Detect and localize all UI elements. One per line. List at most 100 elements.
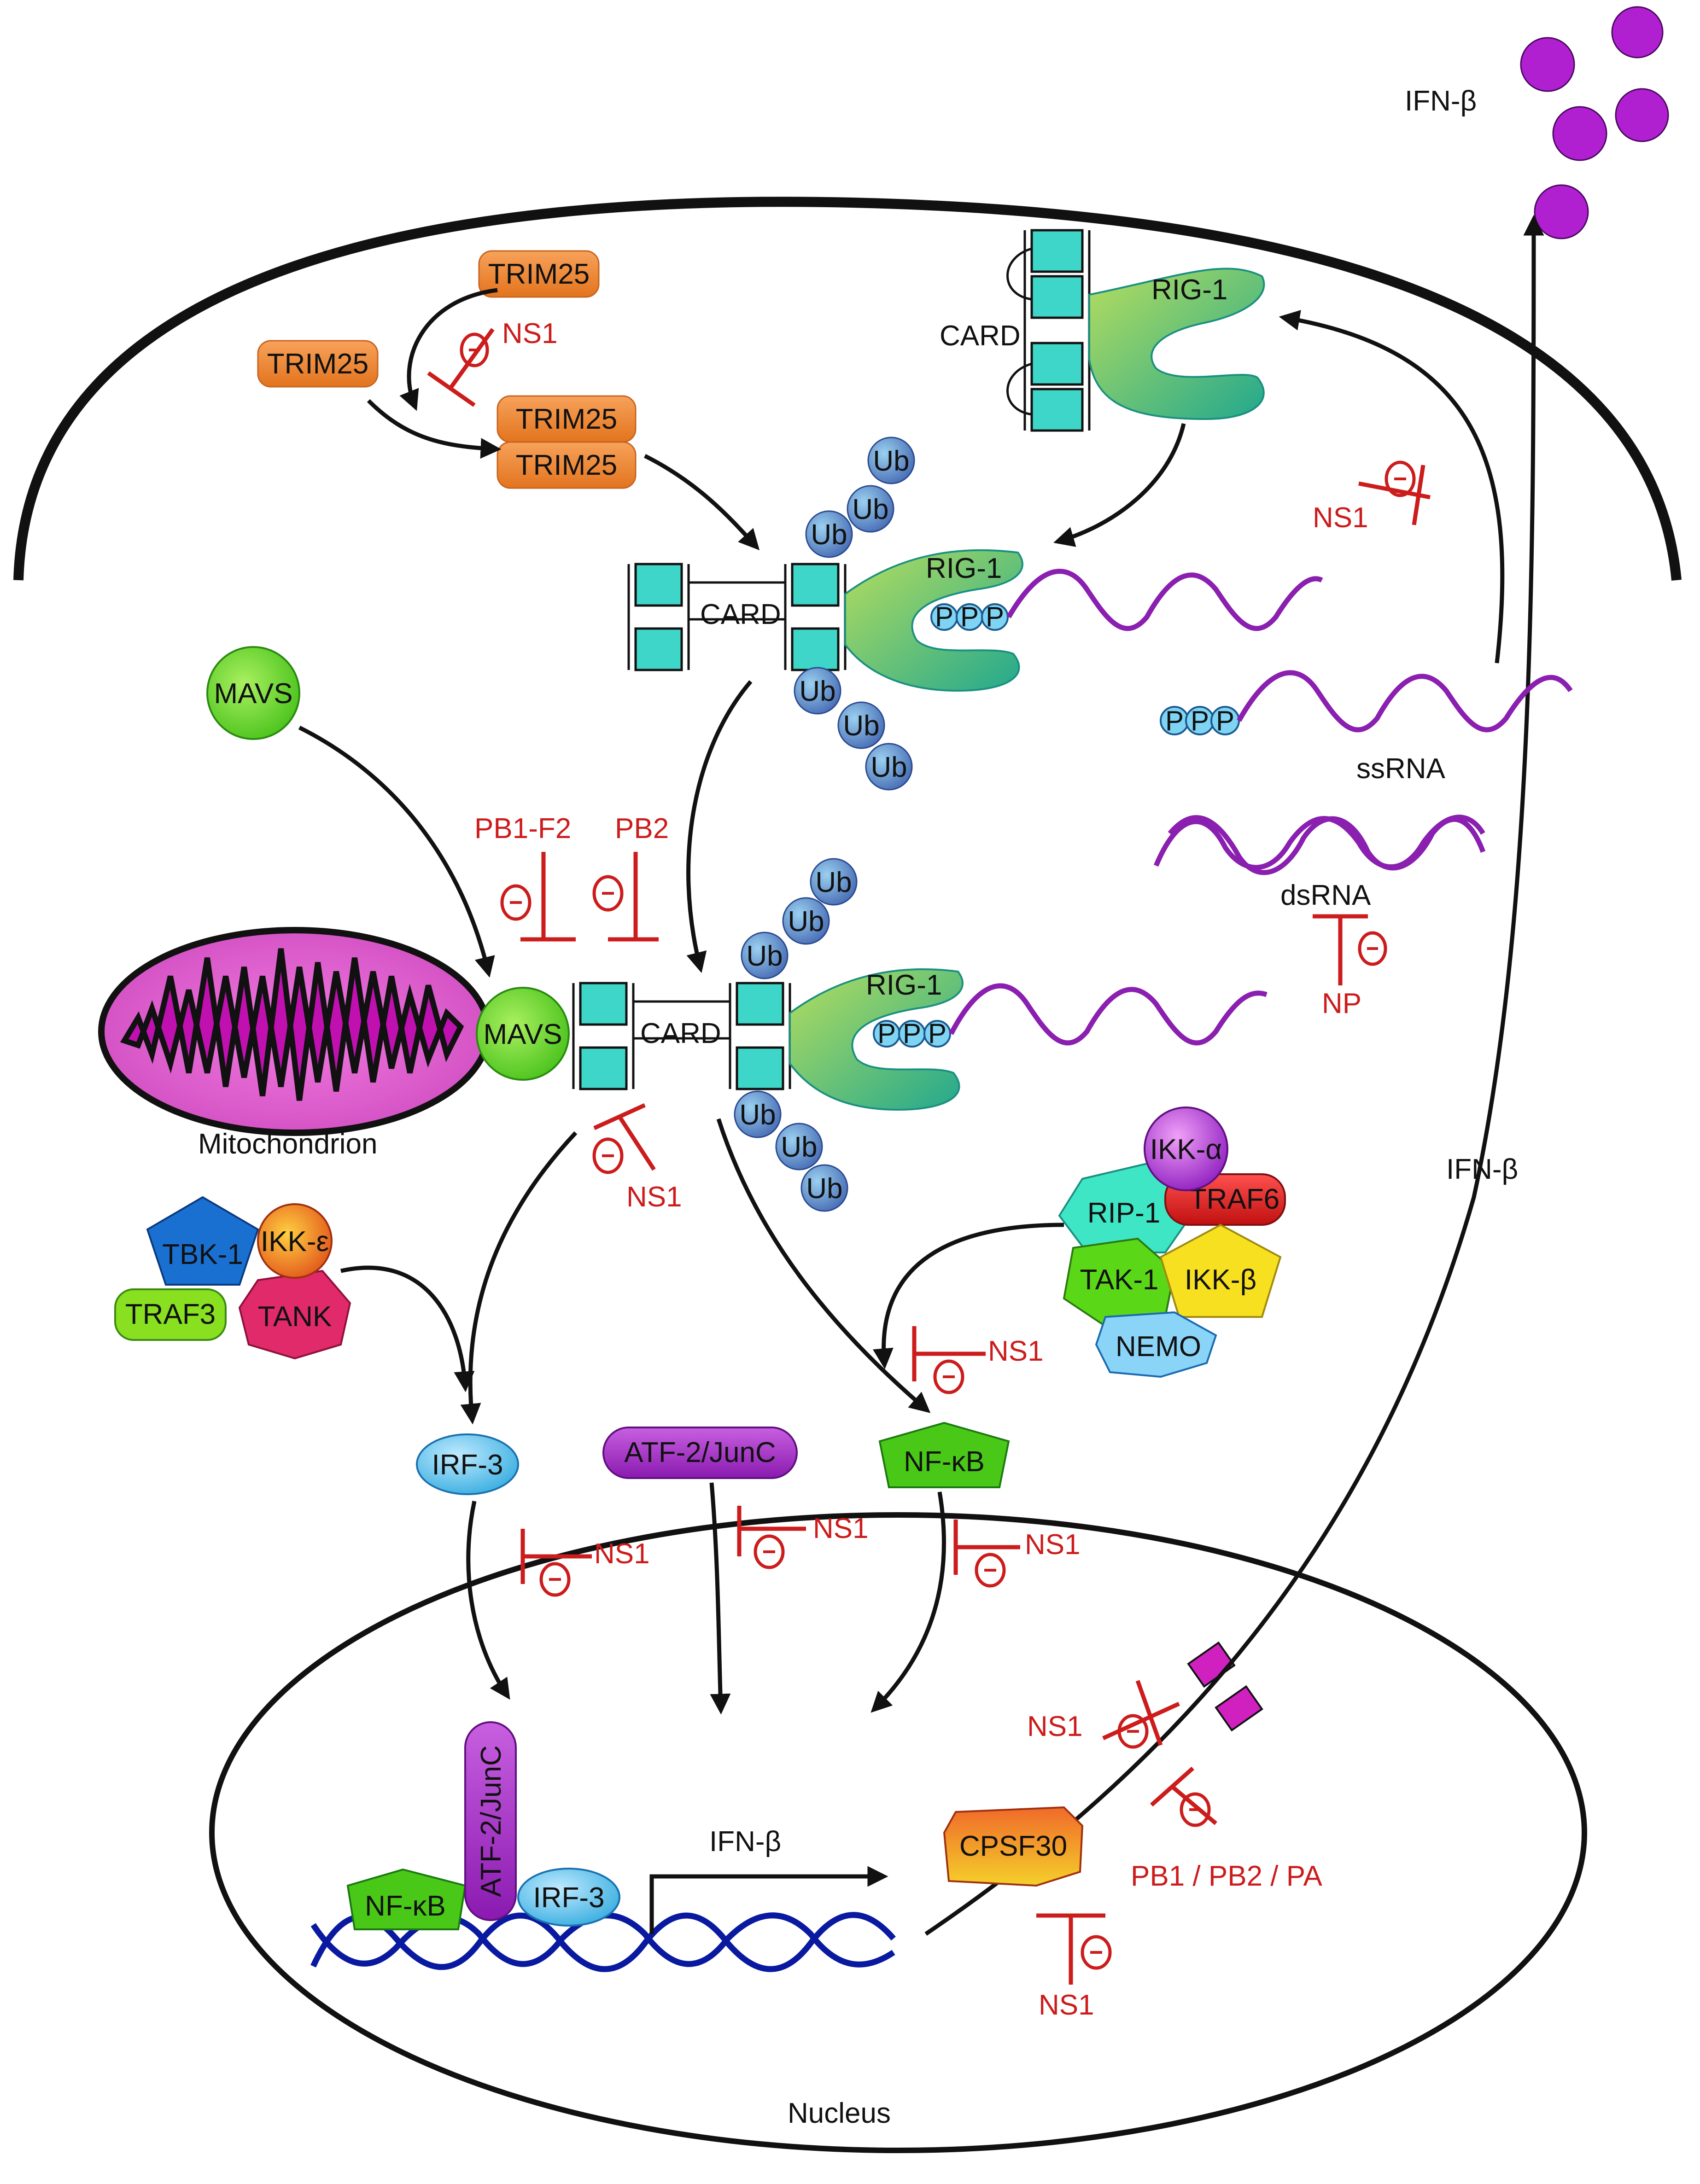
svg-text:P: P [1191, 705, 1209, 736]
svg-text:NS1: NS1 [1027, 1711, 1083, 1742]
ns1-inhibitor-export: NS1 [1027, 1680, 1180, 1749]
ns1-inhibitor-nfkb: NS1 [953, 1520, 1081, 1588]
arrow-trim25-top-to-dimer [399, 288, 498, 411]
nfkb-nucleus: NF-κB [346, 1868, 467, 1930]
svg-text:RIP-1: RIP-1 [1087, 1197, 1160, 1229]
svg-text:Ub: Ub [799, 676, 835, 707]
arrow-ikk-to-nfkb [872, 1223, 1064, 1369]
svg-text:MAVS: MAVS [483, 1019, 562, 1050]
arrow-mavs-to-mitochondrion [298, 725, 495, 978]
ns1-inhibitor-cpsf30: NS1 [1036, 1913, 1112, 2021]
svg-text:Ub: Ub [852, 494, 888, 525]
ssrna-triphosphate: P P P [1160, 705, 1240, 736]
ns1-inhibitor-mavs: NS1 [592, 1103, 682, 1213]
irf3-nucleus: IRF-3 [517, 1868, 620, 1927]
arrow-nfkb-to-nucleus [870, 1491, 946, 1713]
ikk-complex: RIP-1 TRAF6 IKK-α TAK-1 IKK-β NEMO [1058, 1107, 1286, 1378]
svg-text:TRAF3: TRAF3 [125, 1299, 216, 1330]
rig1-inactive: CARD RIG-1 [940, 229, 1265, 432]
atf2-junc-cytoplasm: ATF-2/JunC [602, 1427, 798, 1479]
complex-triphosphate: P P P [873, 1018, 951, 1049]
svg-text:Ub: Ub [781, 1131, 817, 1163]
svg-text:Ub: Ub [788, 906, 824, 938]
arrow-complex-to-nfkb [716, 1118, 931, 1413]
svg-text:PB1-F2: PB1-F2 [474, 813, 571, 844]
ub-chain-lower [794, 667, 913, 791]
svg-text:P: P [903, 1018, 921, 1049]
ns1-inhibitor-atf2: NS1 [737, 1506, 869, 1569]
svg-text:RIG-1: RIG-1 [926, 553, 1002, 584]
arrow-irf3-to-nucleus [466, 1501, 510, 1700]
svg-text:NS1: NS1 [626, 1181, 682, 1213]
svg-text:P: P [935, 601, 953, 632]
arrow-rig1-to-mavs-complex [686, 680, 753, 973]
svg-text:NS1: NS1 [988, 1335, 1044, 1367]
ns1-inhibitor-irf3: NS1 [520, 1529, 650, 1597]
svg-text:NS1: NS1 [594, 1538, 650, 1570]
svg-text:CPSF30: CPSF30 [959, 1830, 1067, 1862]
arrow-trim25-left-to-dimer [367, 399, 502, 459]
arrow-ssrna-to-rig1 [1279, 310, 1505, 664]
svg-text:TRIM25: TRIM25 [488, 258, 590, 290]
svg-text:CARD: CARD [700, 599, 781, 630]
nfkb-cytoplasm: NF-κB [878, 1421, 1010, 1488]
ns1-inhibitor-nfkb-activation: NS1 [912, 1326, 1044, 1394]
arrow-complex-to-irf3 [460, 1131, 578, 1425]
svg-text:Mitochondrion: Mitochondrion [198, 1128, 377, 1160]
ifnb-export-arrow [924, 215, 1544, 1936]
svg-text:NEMO: NEMO [1116, 1331, 1201, 1363]
svg-text:CARD: CARD [940, 320, 1021, 352]
svg-text:P: P [1165, 705, 1184, 736]
cpsf30: CPSF30 [943, 1806, 1084, 1887]
svg-text:Ub: Ub [746, 940, 783, 972]
trim25-monomer-left: TRIM25 [257, 340, 379, 388]
arrow-ifnb-transcription [649, 1866, 888, 1934]
svg-text:MAVS: MAVS [214, 678, 292, 710]
svg-text:PB1 / PB2 / PA: PB1 / PB2 / PA [1131, 1860, 1322, 1892]
svg-text:Ub: Ub [815, 867, 852, 898]
ns1-inhibitor-trim25: NS1 [427, 318, 558, 407]
ifn-beta-secreted-dots [1520, 6, 1669, 239]
ifnb-transcript-label: IFN-β [709, 1826, 781, 1858]
ub-chain-upper [805, 437, 915, 558]
svg-text:NF-κB: NF-κB [904, 1446, 985, 1478]
svg-text:Ub: Ub [843, 710, 879, 742]
svg-text:ATF-2/JunC: ATF-2/JunC [475, 1745, 507, 1897]
svg-text:Ub: Ub [806, 1173, 842, 1205]
ssrna: P P P ssRNA [1160, 670, 1573, 785]
mavs-rig1-complex: MAVS CARD RIG-1 P P P Ub [476, 858, 1268, 1212]
complex-ub-lower [734, 1090, 848, 1212]
irf3-cytoplasm: IRF-3 [416, 1433, 519, 1495]
svg-text:IRF-3: IRF-3 [533, 1882, 605, 1914]
svg-text:Ub: Ub [811, 519, 847, 551]
ns1-inhibitor-ssrna: NS1 [1313, 460, 1431, 534]
ifnb-secreted-label: IFN-β [1405, 85, 1477, 117]
pb1f2-inhibitor: PB1-F2 [474, 813, 576, 942]
pb2-inhibitor: PB2 [592, 813, 669, 942]
svg-text:NS1: NS1 [502, 318, 558, 349]
svg-text:TRIM25: TRIM25 [516, 403, 617, 435]
svg-text:ATF-2/JunC: ATF-2/JunC [624, 1437, 776, 1468]
arrow-trim25-to-rig1 [643, 454, 760, 550]
nucleus-envelope [209, 1512, 1587, 2153]
svg-text:CARD: CARD [640, 1018, 721, 1049]
svg-text:Ub: Ub [870, 751, 907, 783]
cell-membrane [13, 197, 1682, 581]
svg-text:TAK-1: TAK-1 [1080, 1264, 1158, 1296]
atf2-junc-nucleus: ATF-2/JunC [464, 1721, 517, 1921]
svg-text:TRIM25: TRIM25 [516, 449, 617, 481]
complex-ub-upper [741, 858, 858, 979]
svg-text:IKK-β: IKK-β [1185, 1264, 1256, 1296]
svg-text:NS1: NS1 [1025, 1529, 1081, 1561]
trim25-dimer: TRIM25 TRIM25 [497, 395, 637, 489]
svg-text:NS1: NS1 [1039, 1989, 1094, 2021]
polymerase-inhibitor: PB1 / PB2 / PA [1131, 1766, 1322, 1892]
svg-text:dsRNA: dsRNA [1280, 879, 1371, 911]
nucleus-label: Nucleus [788, 2097, 891, 2129]
mavs-free: MAVS [206, 646, 300, 740]
svg-text:IKK-α: IKK-α [1150, 1134, 1222, 1165]
svg-text:P: P [960, 601, 979, 632]
svg-text:P: P [877, 1018, 896, 1049]
